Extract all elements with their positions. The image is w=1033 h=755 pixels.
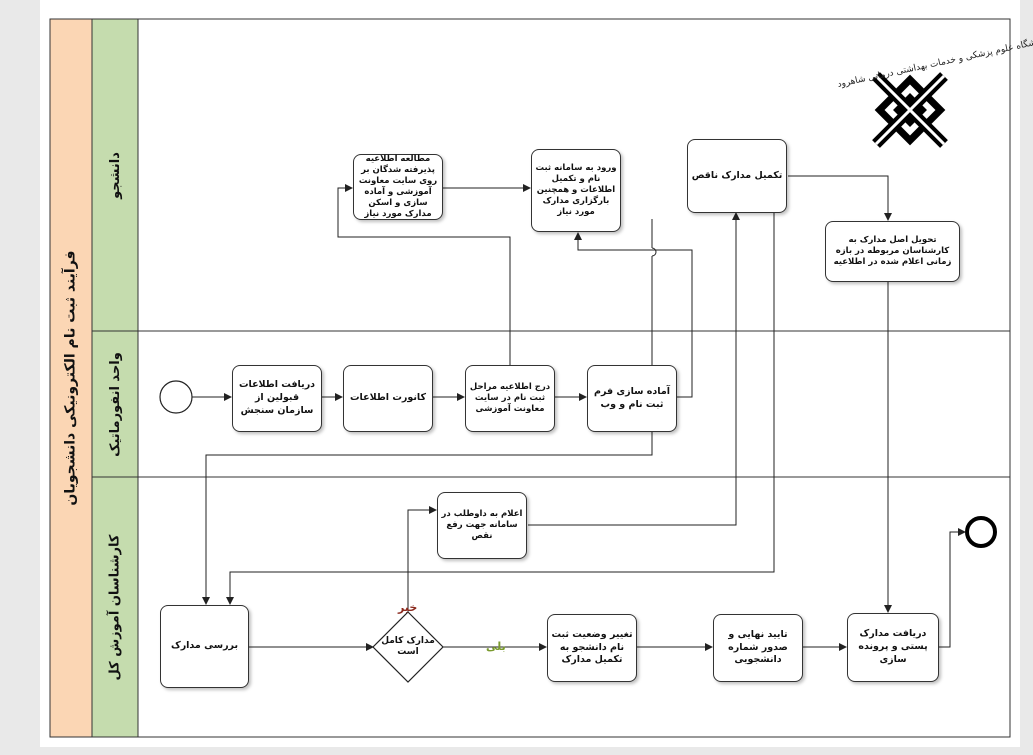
flow-post-to-read <box>337 184 511 369</box>
task-enter-system: ورود به سامانه ثبت نام و تکمیل اطلاعات و… <box>531 149 621 232</box>
gateway-yes-label: بلی <box>486 640 506 653</box>
task-complete-docs: تکمیل مدارک ناقص <box>687 139 787 213</box>
gateway-no-label: خیر <box>398 601 418 614</box>
task-final-approval: تایید نهایی و صدور شماره دانشجویی <box>713 614 803 682</box>
task-notify-applicant: اعلام به داوطلب در سامانه جهت رفع نقص <box>437 492 527 559</box>
lane-label-band-edu <box>91 476 139 738</box>
task-convert-info: کانورت اطلاعات <box>343 365 433 432</box>
task-receive-info: دریافت اطلاعات قبولین از سازمان سنجش <box>232 365 322 432</box>
task-receive-postal: دریافت مدارک پستی و پرونده سازی <box>847 613 939 682</box>
task-change-status: تغییر وضعیت ثبت نام دانشجو به تکمیل مدار… <box>547 614 637 682</box>
gateway-diamond <box>372 611 444 683</box>
university-logo-icon <box>872 72 948 148</box>
lane-label-student: دانشجو <box>107 151 123 199</box>
flow-complete-to-review <box>226 213 775 605</box>
task-read-notice: مطالعه اطلاعیه پذیرفته شدگان بر روی سایت… <box>353 154 443 220</box>
pool-title: فرآیند ثبت نام الکترونیکی دانشجویان <box>63 250 79 506</box>
flow-diagram-canvas <box>49 18 1011 738</box>
flow-postal-to-end <box>938 528 966 648</box>
lane-label-edu-expert: کارشناسان آموزش کل <box>107 534 123 680</box>
pool-title-band <box>49 18 93 738</box>
lane-body-edu <box>137 476 1011 738</box>
end-event <box>965 516 997 548</box>
flow-complete-to-deliver <box>788 175 892 221</box>
lane-label-band-it <box>91 330 139 478</box>
flow-gateway-no <box>407 506 437 612</box>
task-review-docs: بررسی مدارک <box>160 605 249 688</box>
flow-prepare-to-enter <box>574 232 693 398</box>
diagram-page: فرآیند ثبت نام الکترونیکی دانشجویان دانش… <box>40 0 1033 747</box>
flow-notify-to-complete <box>528 212 740 526</box>
task-prepare-form: آماده سازی فرم ثبت نام و وب <box>587 365 677 432</box>
lane-label-it-unit: واحد انفورماتیک <box>107 351 123 457</box>
flow-jump-arc <box>651 247 657 257</box>
flow-enter-to-review <box>206 219 653 604</box>
gateway-question: مدارک کامل است <box>381 636 435 658</box>
lane-label-band-student <box>91 18 139 332</box>
task-deliver-originals: تحویل اصل مدارک به کارشناسان مربوطه در ب… <box>825 221 960 282</box>
start-event <box>159 380 193 414</box>
task-post-notice: درج اطلاعیه مراحل ثبت نام در سایت معاونت… <box>465 365 555 432</box>
